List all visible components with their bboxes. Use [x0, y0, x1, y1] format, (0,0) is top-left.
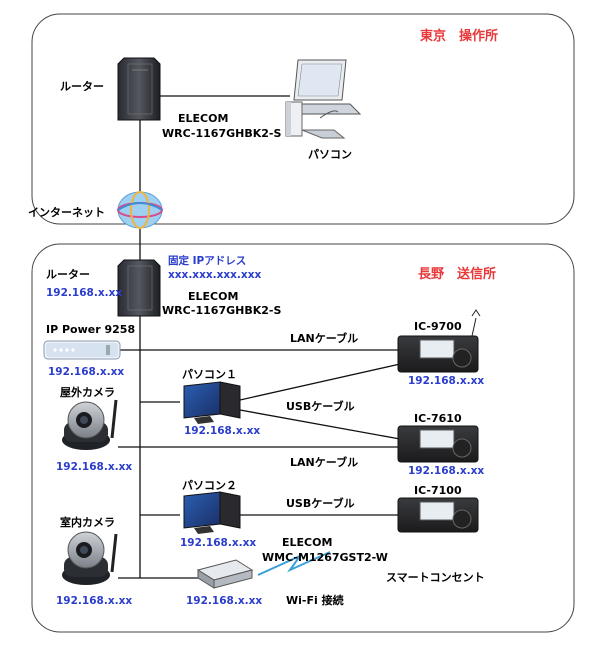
- outdoor-camera-ip: 192.168.x.xx: [56, 461, 132, 473]
- desktop-pc-icon: [183, 491, 241, 534]
- radio1-name: IC-9700: [414, 320, 462, 333]
- tokyo-router-model: WRC-1167GHBK2-S: [162, 127, 281, 140]
- radio-ic7100-icon: [397, 497, 479, 533]
- internet-globe-icon: [117, 191, 163, 229]
- indoor-camera-icon: [62, 531, 118, 585]
- pc2-label: パソコン２: [182, 479, 237, 492]
- nagano-router-brand: ELECOM: [188, 290, 238, 303]
- outdoor-camera-icon: [62, 399, 118, 450]
- lan-cable-label-2: LANケーブル: [290, 455, 358, 469]
- lan-cable-label-1: LANケーブル: [290, 331, 358, 345]
- nagano-router-model: WRC-1167GHBK2-S: [162, 304, 281, 317]
- pc1-ip: 192.168.x.xx: [184, 425, 260, 437]
- indoor-camera-ip: 192.168.x.xx: [56, 595, 132, 607]
- radio2-name: IC-7610: [414, 412, 462, 425]
- usb-cable-label-2: USBケーブル: [286, 496, 355, 510]
- indoor-camera-label: 室内カメラ: [60, 515, 115, 529]
- smart-outlet-label: スマートコンセント: [386, 571, 485, 584]
- wifi-router-brand: ELECOM: [282, 536, 332, 549]
- nagano-site-title: 長野 送信所: [418, 266, 496, 282]
- nagano-router-label: ルーター: [46, 268, 90, 281]
- wifi-router-ip: 192.168.x.xx: [186, 595, 262, 607]
- pc1-label: パソコン１: [182, 368, 237, 381]
- radio-ic7610-icon: [397, 425, 479, 463]
- fixed-ip-value: xxx.xxx.xxx.xxx: [168, 269, 261, 281]
- ip-power-ip: 192.168.x.xx: [48, 366, 124, 378]
- wifi-connection-label: Wi-Fi 接続: [286, 593, 344, 607]
- tokyo-router-label: ルーター: [60, 80, 104, 93]
- tokyo-router-brand: ELECOM: [178, 112, 228, 125]
- ip-power-label: IP Power 9258: [46, 323, 135, 336]
- radio1-ip: 192.168.x.xx: [408, 375, 484, 387]
- fixed-ip-label: 固定 IPアドレス: [168, 254, 246, 267]
- usb-cable-label-1: USBケーブル: [286, 399, 355, 413]
- ip-power-icon: [43, 340, 121, 360]
- tokyo-pc-label: パソコン: [308, 148, 352, 161]
- internet-label: インターネット: [28, 206, 105, 219]
- radio-ic9700-icon: [397, 309, 481, 373]
- desktop-pc-icon: [183, 381, 241, 424]
- laptop-icon: [285, 59, 362, 139]
- tokyo-site-box: [31, 13, 575, 225]
- nagano-site-box: [31, 243, 575, 633]
- nagano-router-ip: 192.168.x.xx: [46, 287, 122, 299]
- tokyo-site-title: 東京 操作所: [420, 28, 498, 44]
- outdoor-camera-label: 屋外カメラ: [60, 385, 115, 399]
- wifi-router-model: WMC-M1267GST2-W: [262, 551, 388, 564]
- radio3-name: IC-7100: [414, 484, 462, 497]
- connection-lines: [118, 95, 401, 579]
- pc2-ip: 192.168.x.xx: [180, 537, 256, 549]
- wifi-router-icon: [196, 559, 254, 589]
- radio2-ip: 192.168.x.xx: [408, 465, 484, 477]
- router-icon: [117, 57, 161, 121]
- router-icon: [117, 259, 161, 317]
